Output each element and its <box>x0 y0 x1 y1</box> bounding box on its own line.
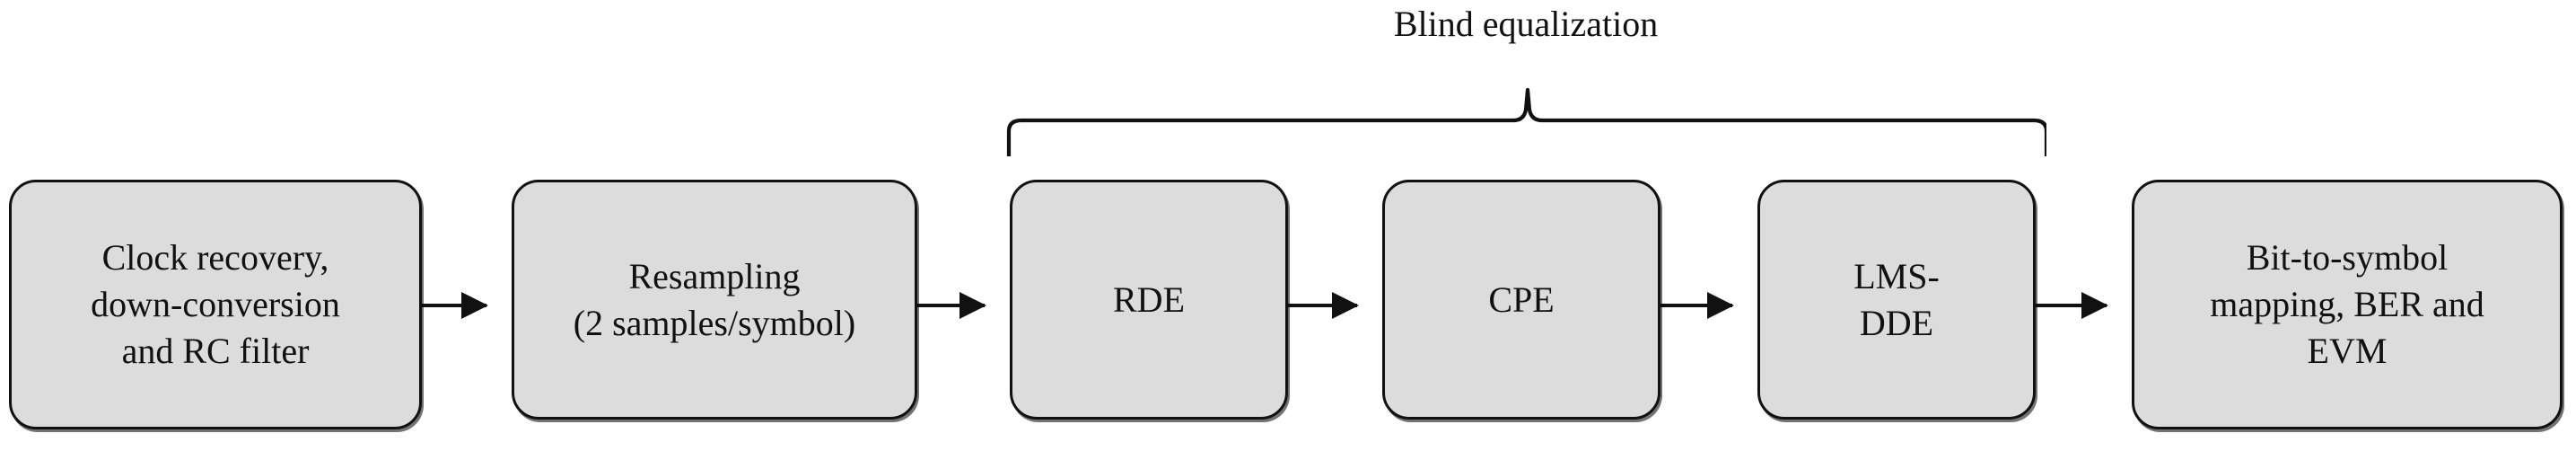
block-clock-recovery[interactable]: Clock recovery, down-conversion and RC f… <box>9 180 422 429</box>
block-label-rde: RDE <box>1113 279 1185 320</box>
arrow-cpe-to-lms-dde <box>1660 304 1732 307</box>
block-label-lms-dde: LMS- DDE <box>1853 255 1940 343</box>
block-label-clock-recovery: Clock recovery, down-conversion and RC f… <box>91 237 340 371</box>
block-lms-dde[interactable]: LMS- DDE <box>1757 180 2036 420</box>
brace-icon <box>1006 88 2046 156</box>
block-label-bit-to-symbol: Bit-to-symbol mapping, BER and EVM <box>2210 237 2484 371</box>
block-resampling[interactable]: Resampling (2 samples/symbol) <box>512 180 917 420</box>
arrow-clock-recovery-to-resampling <box>422 304 486 307</box>
arrow-resampling-to-rde <box>917 304 985 307</box>
arrow-rde-to-cpe <box>1288 304 1357 307</box>
brace-caption-blind-equalization: Blind equalization <box>1393 4 1659 44</box>
block-bit-to-symbol[interactable]: Bit-to-symbol mapping, BER and EVM <box>2132 180 2563 429</box>
block-label-resampling: Resampling (2 samples/symbol) <box>573 255 856 343</box>
block-rde[interactable]: RDE <box>1010 180 1288 420</box>
block-label-cpe: CPE <box>1488 279 1555 320</box>
block-cpe[interactable]: CPE <box>1382 180 1660 420</box>
arrow-lms-dde-to-bit-to-symbol <box>2036 304 2107 307</box>
blind-equalization-brace <box>996 88 2046 158</box>
